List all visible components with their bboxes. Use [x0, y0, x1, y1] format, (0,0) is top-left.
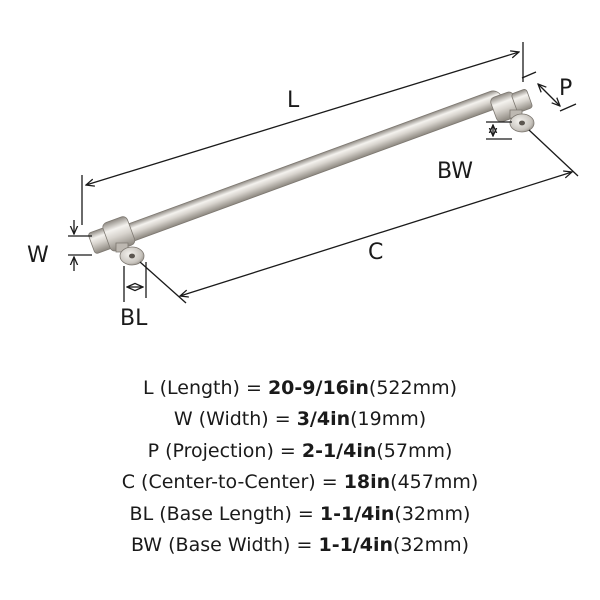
spec-base-width: BW (Base Width) = 1-1/4in(32mm)	[0, 530, 600, 561]
spec-metric: (522mm)	[368, 377, 458, 399]
dimension-lines	[68, 42, 579, 304]
spec-name: (Base Width) =	[168, 534, 319, 557]
length-arrow	[86, 52, 519, 185]
spec-value: 1-1/4in	[319, 502, 395, 525]
label-projection: P	[559, 76, 572, 101]
spec-metric: (32mm)	[394, 502, 471, 525]
spec-projection: P (Projection) = 2-1/4in(57mm)	[0, 436, 600, 467]
spec-name: (Projection) =	[165, 439, 302, 462]
label-width: W	[27, 243, 49, 268]
spec-name: (Length) =	[159, 377, 268, 399]
spec-name: (Width) =	[198, 408, 297, 431]
spec-name: (Base Length) =	[159, 502, 320, 525]
left-post	[88, 216, 145, 266]
spec-name: (Center-to-Center) =	[141, 471, 344, 494]
dimension-diagram: L W P BW C BL	[27, 42, 579, 330]
spec-metric: (19mm)	[350, 408, 427, 431]
spec-value: 20-9/16in	[267, 377, 369, 399]
spec-value: 3/4in	[296, 408, 351, 431]
spec-code: BW	[130, 534, 163, 557]
projection-arrow	[538, 84, 560, 106]
spec-metric: (32mm)	[393, 534, 470, 557]
spec-code: BL	[129, 502, 154, 525]
spec-value: 1-1/4in	[318, 534, 394, 557]
spec-center-to-center: C (Center-to-Center) = 18in(457mm)	[0, 467, 600, 498]
center-to-center-arrow	[180, 172, 572, 296]
spec-value: 18in	[343, 471, 391, 494]
spec-code: W	[173, 408, 193, 431]
spec-code: P	[147, 439, 160, 462]
spec-code: L	[142, 377, 154, 399]
label-length: L	[287, 88, 300, 113]
label-base-length: BL	[120, 306, 148, 330]
specifications-list: L (Length) = 20-9/16in(522mm) W (Width) …	[0, 373, 600, 561]
spec-length: L (Length) = 20-9/16in(522mm)	[0, 373, 600, 404]
spec-code: C	[121, 471, 135, 494]
spec-base-length: BL (Base Length) = 1-1/4in(32mm)	[0, 499, 600, 530]
spec-width: W (Width) = 3/4in(19mm)	[0, 404, 600, 435]
label-center-to-center: C	[368, 240, 383, 265]
label-base-width: BW	[437, 159, 473, 184]
spec-metric: (457mm)	[390, 471, 479, 494]
spec-metric: (57mm)	[376, 439, 453, 462]
spec-value: 2-1/4in	[301, 439, 377, 462]
